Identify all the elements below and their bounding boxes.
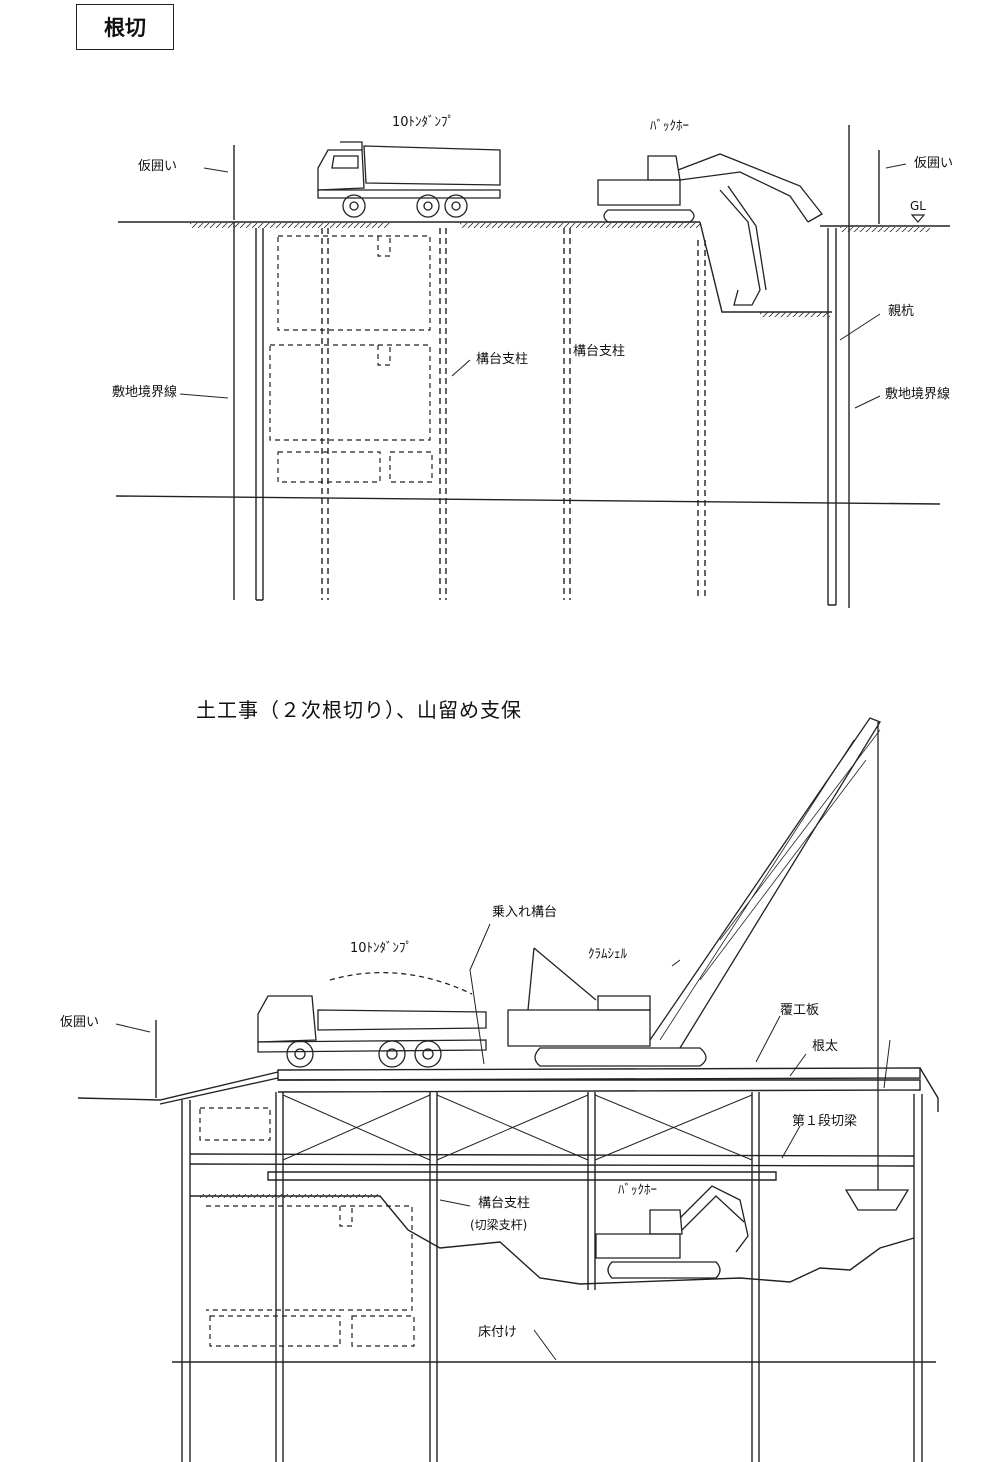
existing-foundation <box>269 235 433 483</box>
bottom-diagram <box>77 717 939 1462</box>
excavation-cut <box>699 221 832 313</box>
page-title: 根切 <box>76 4 174 50</box>
backhoe-top <box>597 153 823 306</box>
boundary-left-label: 敷地境界線 <box>112 385 178 400</box>
excavation-profile <box>190 1195 915 1285</box>
access-stage-label: 乗入れ構台 <box>492 905 558 920</box>
ramp <box>77 1071 279 1101</box>
dump-truck-bottom-label: 10ﾄﾝﾀﾞﾝﾌﾟ <box>350 941 413 956</box>
section-heading: 土工事（２次根切り）、山留め支保 <box>196 698 522 722</box>
stage-column-b2 <box>429 1092 438 1462</box>
bed-prep-label: 床付け <box>478 1325 518 1340</box>
backhoe-bottom <box>595 1185 749 1279</box>
stage-column-4 <box>697 240 706 600</box>
stage-column-b3 <box>587 1092 596 1290</box>
joist-label: 根太 <box>812 1039 839 1054</box>
clamshell-crane <box>507 717 910 1211</box>
cross-bracing <box>282 1094 753 1161</box>
dump-truck-top <box>317 141 501 218</box>
dump-truck-label: 10ﾄﾝﾀﾞﾝﾌﾟ <box>392 115 455 130</box>
stage-column-2 <box>439 228 447 600</box>
stage-column-label-2: 構台支柱 <box>573 344 626 359</box>
backhoe-label: ﾊﾞｯｸﾎｰ <box>650 119 689 134</box>
top-diagram <box>115 125 950 608</box>
lower-level-line <box>115 495 941 505</box>
stage-column-label-1: 構台支柱 <box>476 352 529 367</box>
strut-label: 第１段切梁 <box>792 1114 858 1129</box>
stage-column-b1 <box>275 1092 284 1462</box>
first-strut <box>189 1153 915 1167</box>
stage-column-1 <box>321 228 329 600</box>
gl-label: GL <box>910 199 926 213</box>
stage-column-bottom-label: 構台支柱 <box>478 1196 531 1211</box>
deck-plate <box>277 1067 921 1081</box>
soldier-pile-right <box>827 228 837 606</box>
fence-right-label: 仮囲い <box>914 156 954 171</box>
stage-column-b4 <box>751 1092 760 1462</box>
deck-plate-label: 覆工板 <box>780 1003 820 1018</box>
fence-bottom-label: 仮囲い <box>60 1015 100 1030</box>
fence-left-label: 仮囲い <box>138 159 178 174</box>
retaining-wall-left <box>181 1100 191 1462</box>
stage-column-3 <box>563 228 571 600</box>
boundary-right-label: 敷地境界線 <box>885 387 951 402</box>
strut-column-label: (切梁支杆) <box>470 1218 528 1232</box>
soldier-pile-label: 親杭 <box>888 304 915 319</box>
retaining-wall-right <box>913 1094 923 1462</box>
dump-truck-bottom <box>257 971 487 1068</box>
gl-marker <box>910 214 926 223</box>
joist <box>277 1079 921 1093</box>
backhoe-bottom-label: ﾊﾞｯｸﾎｰ <box>618 1183 657 1198</box>
clamshell-label: ｸﾗﾑｼｪﾙ <box>588 947 627 962</box>
soldier-pile-left <box>255 228 264 601</box>
